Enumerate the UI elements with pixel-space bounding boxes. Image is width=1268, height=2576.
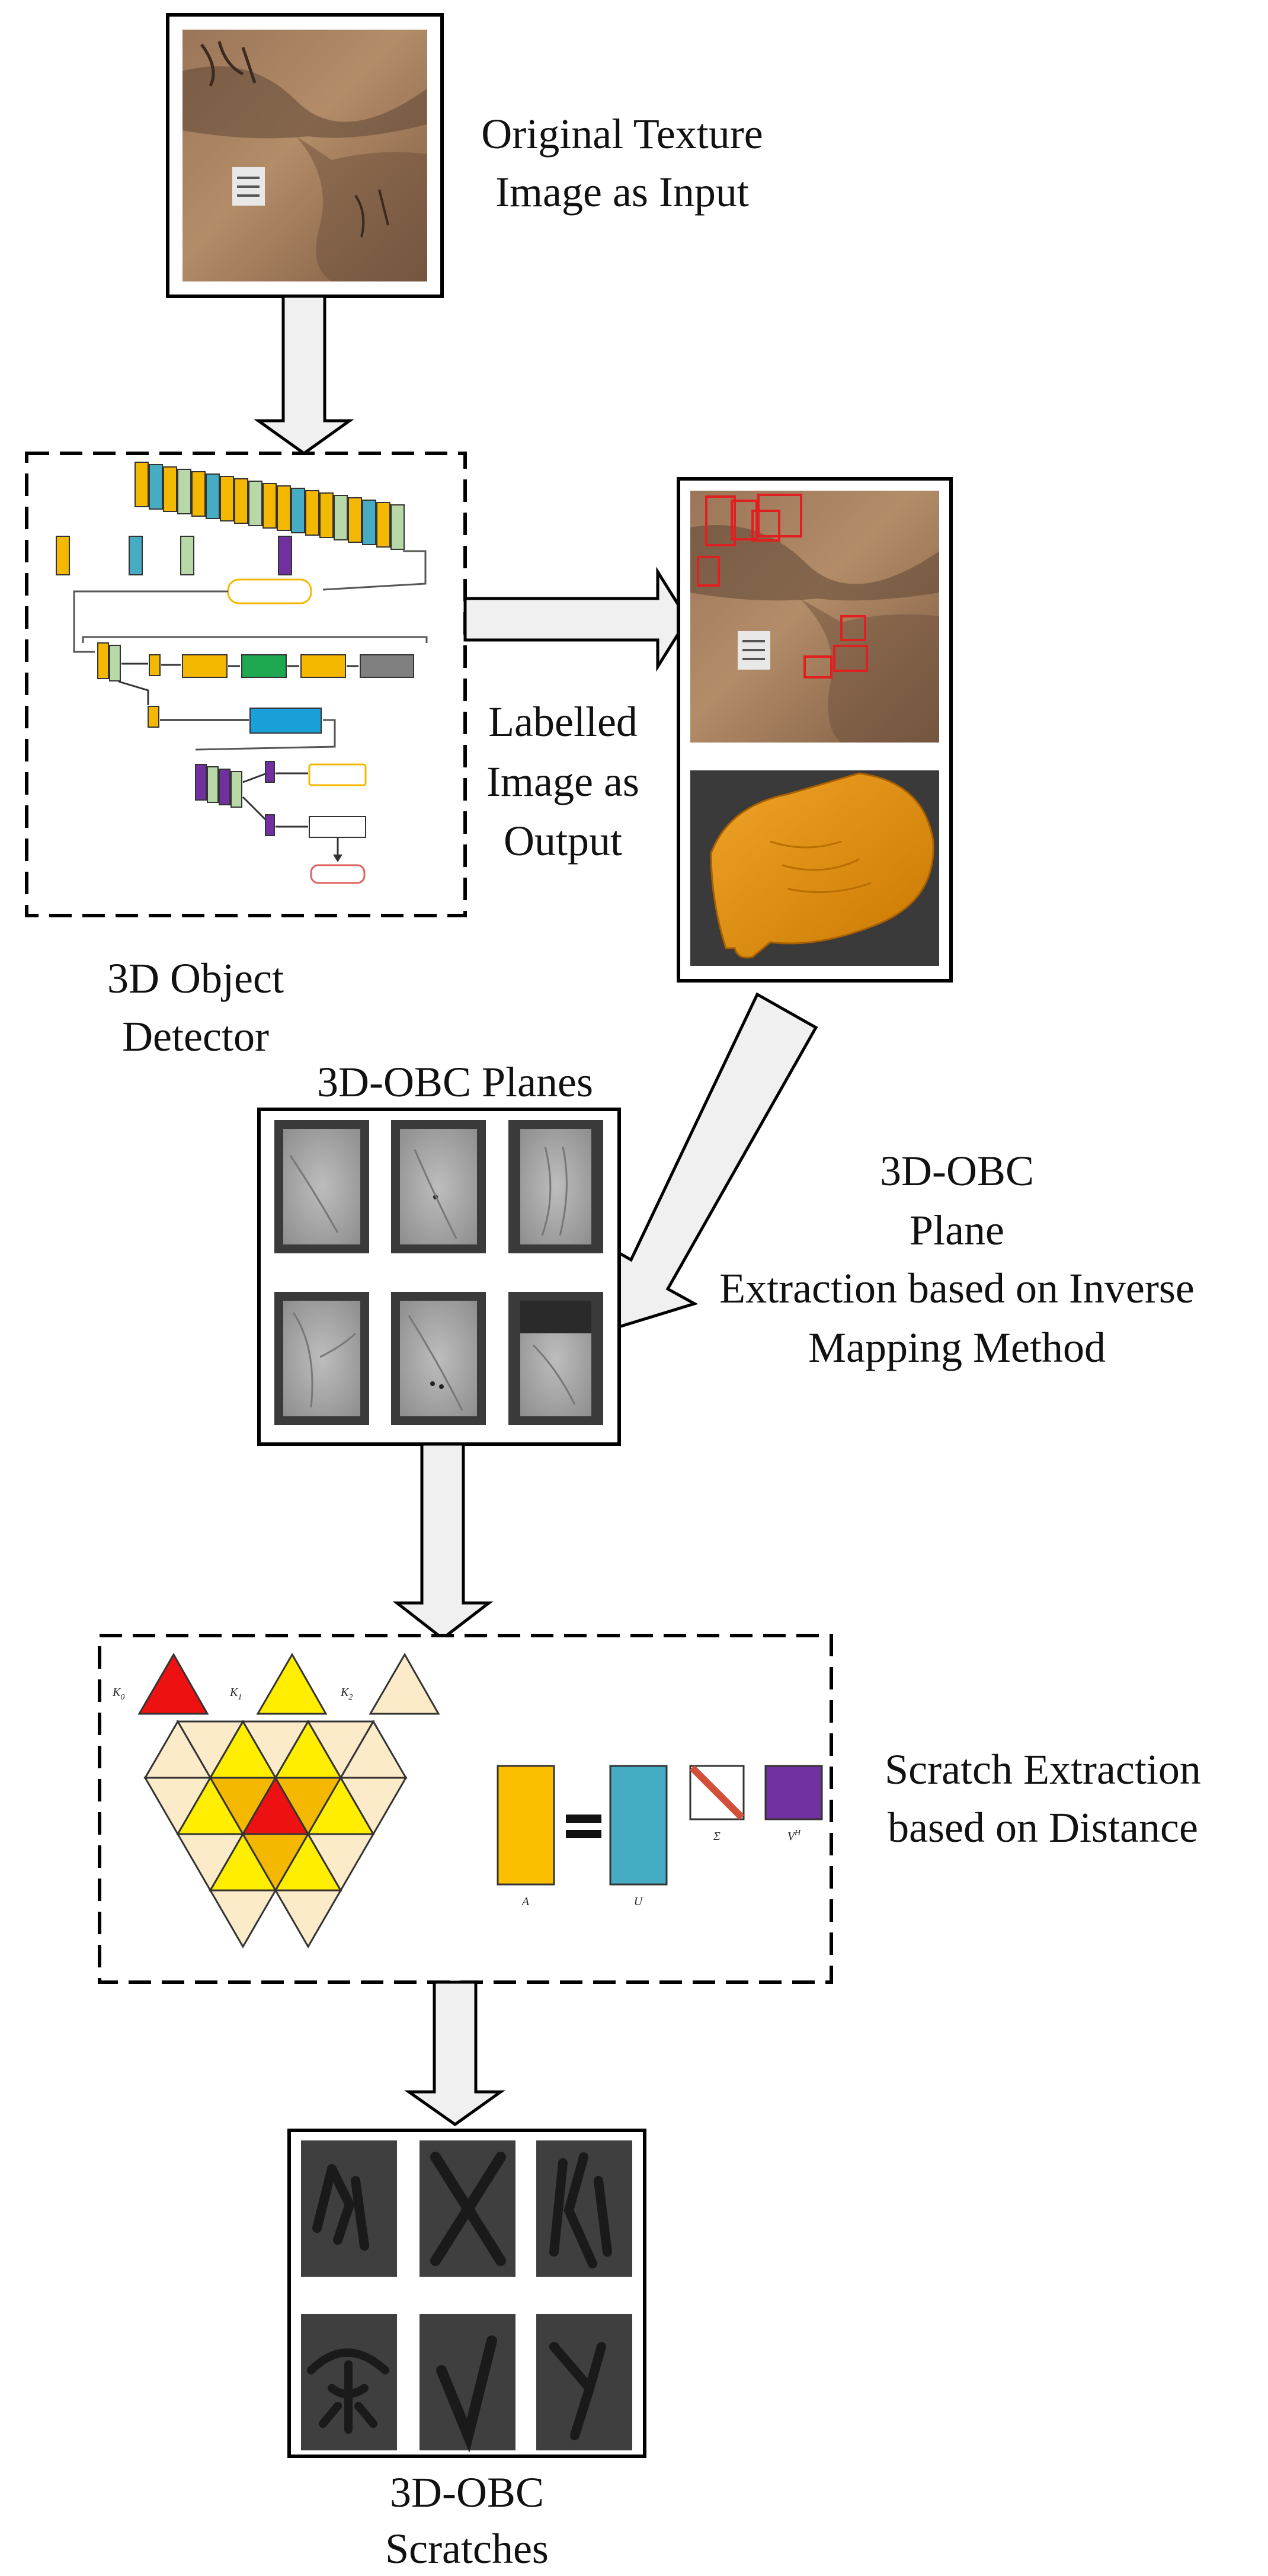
orange-3d-model-image (690, 770, 939, 966)
scratch-extraction-box: K0 K1 K2 (98, 1634, 833, 1984)
plane-4 (274, 1292, 369, 1425)
matrix-a (497, 1765, 555, 1886)
backbone-layers (135, 462, 405, 550)
scratch-2 (420, 2140, 515, 2277)
plane-extract-line4: Mapping Method (808, 1324, 1106, 1371)
k2-label: K2 (340, 1686, 353, 1702)
arrow-scratch-extraction-to-scratches (404, 1980, 505, 2127)
arrow-detector-to-output (463, 567, 689, 672)
k1-label: K1 (229, 1686, 242, 1702)
svg-text:U: U (634, 1895, 643, 1908)
scratch-3 (536, 2140, 632, 2277)
svd-equation: A U Σ VH (497, 1765, 823, 1908)
plane-extract-line3: Extraction based on Inverse (719, 1265, 1195, 1312)
equals-bar-top (566, 1815, 601, 1823)
arrow-output-to-planes (602, 992, 818, 1331)
scratch-6 (536, 2314, 632, 2450)
planes-box (257, 1108, 621, 1446)
svg-text:VH: VH (787, 1829, 801, 1843)
output-label-line2: Image as (486, 758, 639, 805)
output-label-line1: Labelled (488, 698, 638, 745)
plane-extract-line2: Plane (910, 1207, 1004, 1254)
arrow-input-to-detector (254, 295, 354, 456)
plane-3 (508, 1120, 603, 1253)
plane-5 (391, 1292, 486, 1425)
scratches-label-line1: 3D-OBC (390, 2469, 544, 2516)
matrix-u (609, 1765, 668, 1886)
planes-title: 3D-OBC Planes (317, 1058, 593, 1106)
input-texture-image (166, 13, 444, 298)
plane-2 (391, 1120, 486, 1253)
scratch-extract-line2: based on Distance (888, 1804, 1198, 1851)
labelled-texture-image (690, 491, 939, 743)
detector-label-line2: Detector (122, 1013, 269, 1060)
plane-1 (274, 1120, 369, 1253)
input-label-line2: Image as Input (495, 168, 749, 216)
plane-6 (508, 1292, 603, 1425)
scratch-1 (301, 2140, 397, 2277)
output-label-line3: Output (504, 817, 622, 865)
scratch-4 (301, 2314, 397, 2450)
plane-extract-line1: 3D-OBC (880, 1147, 1034, 1195)
scratches-box (287, 2129, 646, 2458)
input-label-line1: Original Texture (481, 110, 763, 158)
labelled-output-box (677, 477, 953, 983)
scratches-label-line2: Scratches (385, 2525, 549, 2572)
svg-text:Σ: Σ (713, 1830, 721, 1843)
scratch-extract-line1: Scratch Extraction (885, 1746, 1201, 1793)
matrix-vh (764, 1765, 823, 1820)
kernel-k1 (256, 1652, 328, 1715)
triangular-grid (143, 1720, 408, 1948)
kernel-k0 (137, 1652, 209, 1715)
object-detector-box (25, 452, 467, 917)
equals-bar-bottom (566, 1830, 601, 1838)
scratch-5 (420, 2314, 515, 2453)
svg-text:A: A (521, 1895, 530, 1908)
kernel-k2 (369, 1652, 440, 1715)
detector-label-line1: 3D Object (107, 955, 284, 1002)
arrow-planes-to-scratch-extraction (392, 1442, 494, 1641)
k0-label: K0 (112, 1686, 124, 1702)
